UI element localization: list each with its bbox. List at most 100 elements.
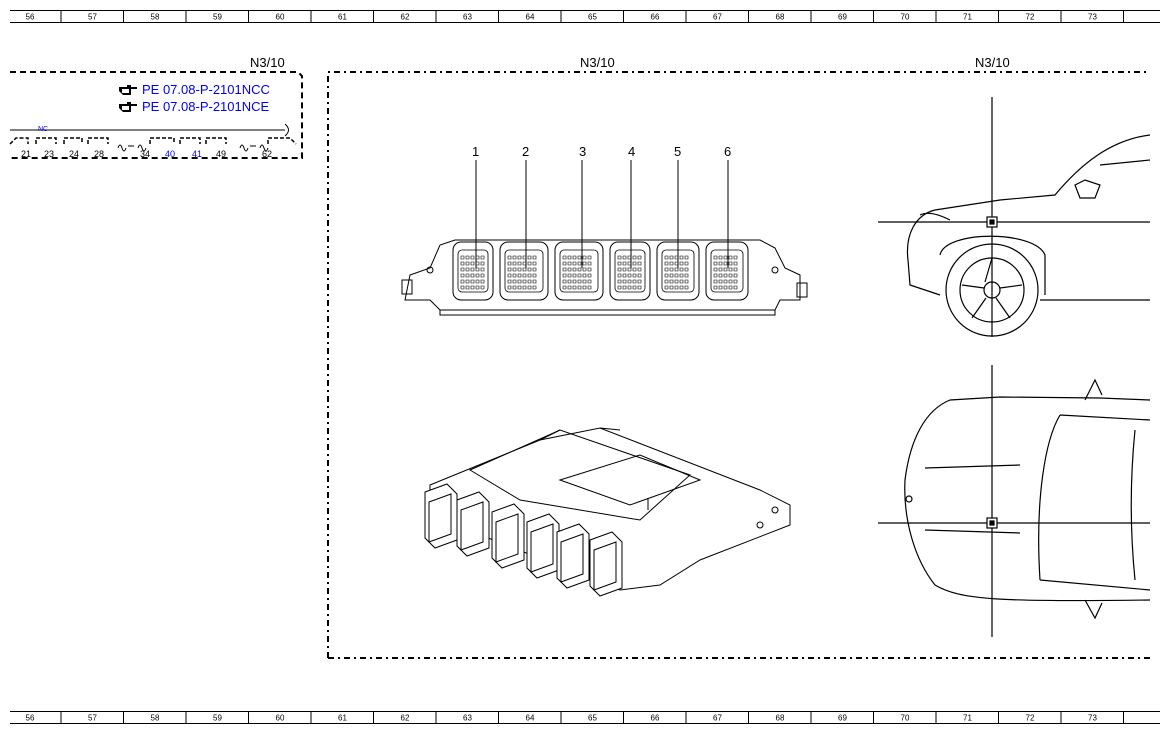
pin-number: 49	[216, 149, 227, 159]
grid-column-label: 60	[276, 13, 285, 22]
connector-pin-row	[664, 261, 689, 266]
connector-number: 2	[522, 144, 530, 159]
connector-pin-row	[713, 285, 738, 290]
grid-column-label: 73	[1088, 13, 1097, 22]
connector-number: 3	[579, 144, 587, 159]
connector-pin-row	[460, 267, 485, 272]
reference-link-2[interactable]: PE 07.08-P-2101NCE	[118, 99, 269, 114]
connector-pin-row	[664, 285, 689, 290]
isometric-connectors	[424, 483, 623, 597]
grid-column-label: 60	[276, 714, 285, 723]
connector-pin-row	[507, 285, 537, 290]
connector-number: 1	[472, 144, 480, 159]
grid-column-label: 62	[401, 13, 410, 22]
isometric-connector	[556, 523, 590, 589]
pin-number: 21	[21, 149, 32, 159]
connector-pin-row	[664, 255, 689, 260]
connector-pin-row	[562, 255, 592, 260]
connector-pin-row	[664, 273, 689, 278]
pin-gap-symbol	[117, 144, 147, 152]
grid-column-label: 57	[88, 714, 97, 723]
pointing-hand-icon	[119, 101, 137, 112]
grid-column-label: 57	[88, 13, 97, 22]
ecu-connectors	[452, 160, 749, 301]
grid-column-label: 71	[963, 13, 972, 22]
isometric-connector	[424, 483, 458, 549]
isometric-connector	[491, 503, 525, 569]
connector-pin-field	[614, 249, 646, 293]
connector-pin-row	[507, 267, 537, 272]
grid-column-label: 56	[26, 714, 35, 723]
connector-pin-row	[507, 255, 537, 260]
grid-column-label: 61	[338, 714, 347, 723]
grid-column-label: 69	[838, 714, 847, 723]
connector-number: 4	[628, 144, 636, 159]
grid-column-label: 63	[463, 714, 472, 723]
component-id-right: N3/10	[975, 55, 1010, 70]
grid-column-label: 66	[651, 714, 660, 723]
grid-column-label: 64	[526, 714, 535, 723]
grid-column-label: 69	[838, 13, 847, 22]
isometric-connector	[526, 513, 560, 579]
connector-pin-row	[617, 285, 642, 290]
grid-column-label: 72	[1026, 13, 1035, 22]
connector-pin-row	[713, 261, 738, 266]
component-id-center: N3/10	[580, 55, 615, 70]
connector-pin-row	[460, 279, 485, 284]
connector-pin-row	[562, 279, 592, 284]
isometric-connector	[456, 491, 490, 557]
grid-column-label: 68	[776, 714, 785, 723]
grid-column-label: 71	[963, 714, 972, 723]
connector-number: 6	[724, 144, 732, 159]
pin-number-highlighted[interactable]: 41	[192, 149, 203, 159]
grid-column-label: 67	[713, 13, 722, 22]
connector-pin-row	[713, 273, 738, 278]
connector-pin-row	[617, 261, 642, 266]
connector-housing	[609, 241, 651, 301]
reference-link-1[interactable]: PE 07.08-P-2101NCC	[118, 82, 270, 97]
connector-pin-row	[507, 279, 537, 284]
pin-number: 28	[94, 149, 105, 159]
pin-number: 34	[140, 149, 151, 159]
ecu-front-view	[401, 239, 808, 316]
connector-housing	[705, 241, 749, 301]
grid-column-label: 66	[651, 13, 660, 22]
connector-pin-row	[617, 279, 642, 284]
connector-pin-field	[457, 249, 489, 293]
connector-pin-row	[562, 267, 592, 272]
grid-column-label: 63	[463, 13, 472, 22]
grid-column-label: 70	[901, 714, 910, 723]
component-frame	[327, 71, 1150, 659]
connector-pin-row	[562, 285, 592, 290]
vehicle-side-view	[878, 97, 1151, 337]
connector-pin-row	[507, 261, 537, 266]
vehicle-top-view	[878, 365, 1151, 637]
connector-pin-field	[559, 249, 599, 293]
grid-column-label: 65	[588, 13, 597, 22]
pin-number-highlighted[interactable]: 40	[165, 149, 176, 159]
reference-link-2-text[interactable]: PE 07.08-P-2101NCE	[142, 99, 270, 114]
grid-column-label: 61	[338, 13, 347, 22]
grid-column-label: 65	[588, 714, 597, 723]
component-id-left: N3/10	[250, 55, 285, 70]
grid-column-label: 67	[713, 714, 722, 723]
connector-housing	[554, 241, 604, 301]
connector-housing	[452, 241, 494, 301]
pin-number: 23	[44, 149, 55, 159]
pin-number: 62	[262, 149, 273, 159]
reference-link-1-text[interactable]: PE 07.08-P-2101NCC	[142, 82, 270, 97]
grid-column-label: 58	[151, 13, 160, 22]
grid-column-label: 72	[1026, 714, 1035, 723]
connector-frame-left	[10, 71, 303, 159]
connector-pin-row	[664, 279, 689, 284]
nc-label: NC	[38, 126, 49, 133]
connector-pin-row	[617, 273, 642, 278]
connector-pin-row	[460, 255, 485, 260]
connector-pin-field	[710, 249, 744, 293]
grid-column-label: 64	[526, 13, 535, 22]
grid-column-label: 68	[776, 13, 785, 22]
